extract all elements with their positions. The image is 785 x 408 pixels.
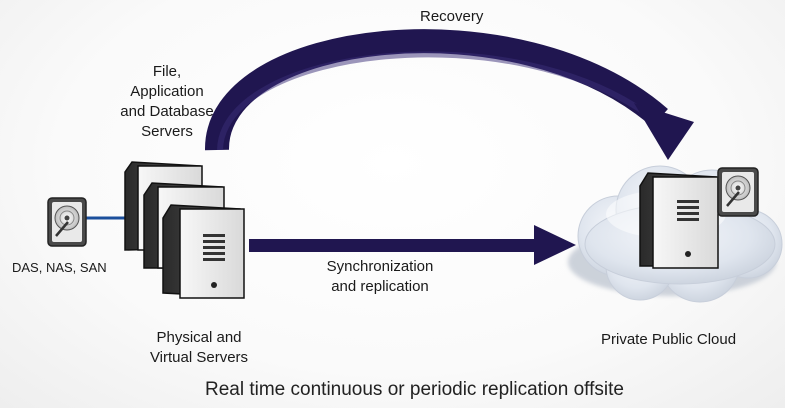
storage-label: DAS, NAS, SAN bbox=[12, 260, 107, 275]
recovery-arrow bbox=[204, 29, 694, 160]
physical-servers-label: Physical and Virtual Servers bbox=[149, 329, 249, 366]
synchronization-arrow bbox=[249, 225, 576, 265]
cloud-label: Private Public Cloud bbox=[601, 331, 737, 348]
recovery-label: Recovery bbox=[420, 8, 484, 25]
server-stack bbox=[124, 161, 245, 299]
file-servers-label: File, Application and Database Servers bbox=[120, 63, 214, 140]
hard-drive-icon bbox=[47, 197, 87, 247]
hard-drive-icon bbox=[717, 167, 759, 217]
server-rack-icon bbox=[162, 204, 245, 299]
caption: Real time continuous or periodic replica… bbox=[205, 379, 624, 400]
sync-label: Synchronization and replication bbox=[326, 258, 434, 295]
server-rack-icon bbox=[639, 172, 719, 269]
